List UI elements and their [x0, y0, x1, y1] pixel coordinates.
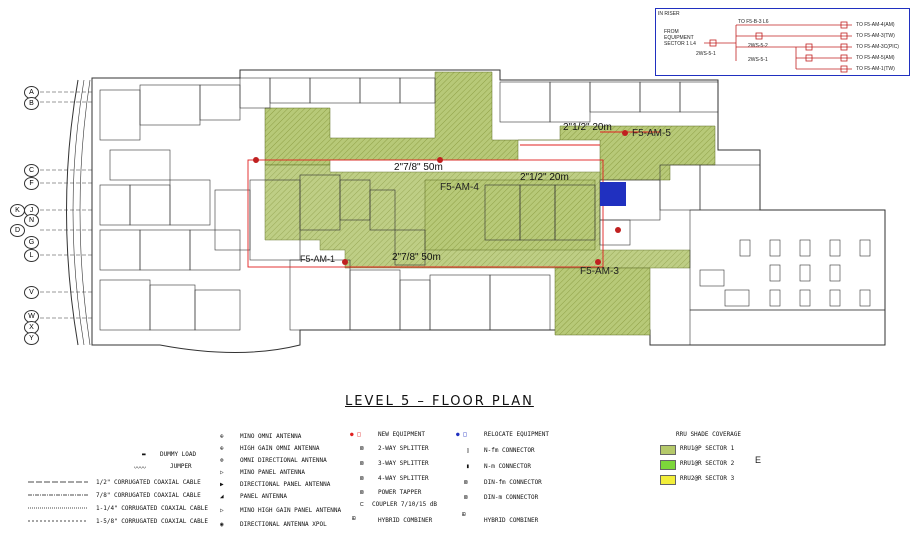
legend-equipment-3: 3-WAY SPLITTER	[378, 460, 429, 467]
riser-output-5: TO F5-AM-1(TW)	[856, 66, 895, 72]
cable-routes	[247, 131, 660, 268]
legend-dummy-load: DUMMY LOAD	[160, 451, 197, 458]
riser-output-3: TO F5-AM-3C(PIC)	[856, 44, 899, 50]
legend-coax-1-5-8: 1-5/8" CORRUGATED COAXIAL CABLE	[96, 518, 208, 525]
grid-bubble-n: N	[24, 214, 39, 227]
grid-bubble-c: C	[24, 164, 39, 177]
n-m-connector-icon: ▮	[466, 463, 470, 470]
legend-coverage-3: RRU2@R SECTOR 3	[680, 475, 735, 482]
antenna-tag-f5-am-4: F5-AM-4	[440, 182, 479, 193]
legend-coverage-2: RRU1@R SECTOR 2	[680, 460, 735, 467]
power-tapper-icon: ⊠	[360, 489, 364, 496]
legend-antenna-2: HIGH GAIN OMNI ANTENNA	[240, 445, 320, 452]
west-facade	[66, 79, 79, 346]
riser-header: IN RISER	[658, 11, 680, 17]
legend-equipment-1: NEW EQUIPMENT	[378, 431, 425, 438]
n-fm-connector-icon: ▯	[466, 447, 470, 454]
legend-equipment-7: HYBRID COMBINER	[378, 517, 433, 524]
legend-equipment-4: 4-WAY SPLITTER	[378, 475, 429, 482]
legend-connector-3: N-m CONNECTOR	[484, 463, 531, 470]
two-way-splitter-icon: ⊠	[360, 445, 364, 452]
grid-bubble-k: K	[10, 204, 25, 217]
three-way-splitter-icon: ⊠	[360, 460, 364, 467]
antenna-markers	[253, 130, 628, 265]
legend-antenna-3: OMNI DIRECTIONAL ANTENNA	[240, 457, 327, 464]
legend-coax-1-2: 1/2" CORRUGATED COAXIAL CABLE	[96, 479, 201, 486]
floor-plan	[40, 69, 886, 353]
riser-from: FROM EQUIPMENT SECTOR 1 L4	[664, 29, 696, 47]
legend-antenna-1: MINO OMNI ANTENNA	[240, 433, 302, 440]
directional-panel-icon: ▶	[220, 481, 224, 488]
legend-coax-1-1-4: 1-1/4" CORRUGATED COAXIAL CABLE	[96, 505, 208, 512]
legend-equipment-6: COUPLER 7/10/15 dB	[372, 501, 438, 508]
legend-antenna-8: DIRECTIONAL ANTENNA XPOL	[240, 521, 327, 528]
coupler-icon: ⊏	[360, 501, 364, 508]
legend-antenna-4: MINO PANEL ANTENNA	[240, 469, 306, 476]
riser-to-top: TO F5-B-3 L6	[738, 19, 769, 25]
hybrid-combiner-icon: ⊞	[352, 515, 356, 522]
legend-equipment-5: POWER TAPPER	[378, 489, 422, 496]
antenna-tag-f5-am-5: F5-AM-5	[632, 128, 671, 139]
omni-antenna-icon: ⊕	[220, 433, 224, 440]
panel-antenna-icon: ◢	[220, 493, 224, 500]
legend-connector-4: DIN-fm CONNECTOR	[484, 479, 542, 486]
legend-antenna-5: DIRECTIONAL PANEL ANTENNA	[240, 481, 331, 488]
mino-high-gain-panel-icon: ▷	[220, 507, 224, 514]
legend-coax-7-8: 7/8" CORRUGATED COAXIAL CABLE	[96, 492, 201, 499]
riser-diagram: IN RISER FROM EQUIPMENT SECTOR 1 L4 TO F…	[655, 8, 910, 76]
legend-connector-5: DIN-m CONNECTOR	[484, 494, 539, 501]
cable-label-2: 2"7/8" 50m	[392, 252, 441, 263]
antenna-tag-f5-am-1: F5-AM-1	[300, 254, 336, 264]
grid-bubble-g: G	[24, 236, 39, 249]
mino-panel-icon: ▷	[220, 469, 224, 476]
din-fm-connector-icon: ⊠	[464, 479, 468, 486]
directional-xpol-icon: ◉	[220, 521, 224, 528]
legend-coverage-title: RRU SHADE COVERAGE	[676, 431, 742, 438]
riser-splitter-3: 2WS-5-1	[748, 57, 768, 63]
omni-directional-icon: ⊗	[220, 457, 224, 464]
legend-coverage-1: RRU1@P SECTOR 1	[680, 445, 735, 452]
legend-antenna-6: PANEL ANTENNA	[240, 493, 287, 500]
legend-jumper: JUMPER	[170, 463, 192, 470]
coverage-swatch-1	[660, 445, 676, 455]
legend-antenna-7: MINO HIGH GAIN PANEL ANTENNA	[240, 507, 342, 514]
high-gain-omni-icon: ⊕	[220, 445, 224, 452]
riser-output-2: TO F5-AM-3(TW)	[856, 33, 895, 39]
legend-letter-e: E	[755, 455, 762, 465]
riser-splitter-1: 2WS-5-1	[696, 51, 716, 57]
cable-label-4: 2"1/2" 20m	[520, 172, 569, 183]
legend-connector-6: HYBRID COMBINER	[484, 517, 539, 524]
jumper-icon: 〰〰	[134, 465, 147, 472]
building-outline	[91, 69, 886, 353]
coverage-swatch-3	[660, 475, 676, 485]
antenna-tag-f5-am-3: F5-AM-3	[580, 266, 619, 277]
riser-lines	[704, 21, 852, 73]
grid-bubble-f: F	[24, 177, 39, 190]
grid-bubble-d: D	[10, 224, 25, 237]
riser-splitter-2: 2WS-5-2	[748, 43, 768, 49]
riser-block	[600, 182, 626, 206]
coverage-swatch-2	[660, 460, 676, 470]
four-way-splitter-icon: ⊠	[360, 475, 364, 482]
riser-output-4: TO F5-AM-5(AM)	[856, 55, 895, 61]
legend: ▬ DUMMY LOAD 〰〰 JUMPER 1/2" CORRUGATED C…	[0, 425, 915, 550]
new-equipment-icon: ● □	[350, 431, 361, 438]
relocate-equipment-icon: ● □	[456, 431, 467, 438]
grid-bubble-b: B	[24, 97, 39, 110]
legend-connector-2: N-fm CONNECTOR	[484, 447, 535, 454]
coverage-sector-1	[264, 71, 716, 336]
grid-bubble-y: Y	[24, 332, 39, 345]
hybrid-combiner-2-icon: ⊞	[462, 511, 466, 518]
din-m-connector-icon: ⊠	[464, 494, 468, 501]
drawing-title: LEVEL 5 – FLOOR PLAN	[345, 394, 534, 409]
grid-bubble-v: V	[24, 286, 39, 299]
cable-label-3: 2"1/2" 20m	[563, 122, 612, 133]
legend-connector-1: RELOCATE EQUIPMENT	[484, 431, 550, 438]
grid-bubble-l: L	[24, 249, 39, 262]
riser-output-1: TO F5-AM-4(AM)	[856, 22, 895, 28]
cable-label-1: 2"7/8" 50m	[394, 162, 443, 173]
dummy-load-icon: ▬	[142, 451, 146, 458]
legend-equipment-2: 2-WAY SPLITTER	[378, 445, 429, 452]
cable-line-samples	[28, 481, 88, 522]
